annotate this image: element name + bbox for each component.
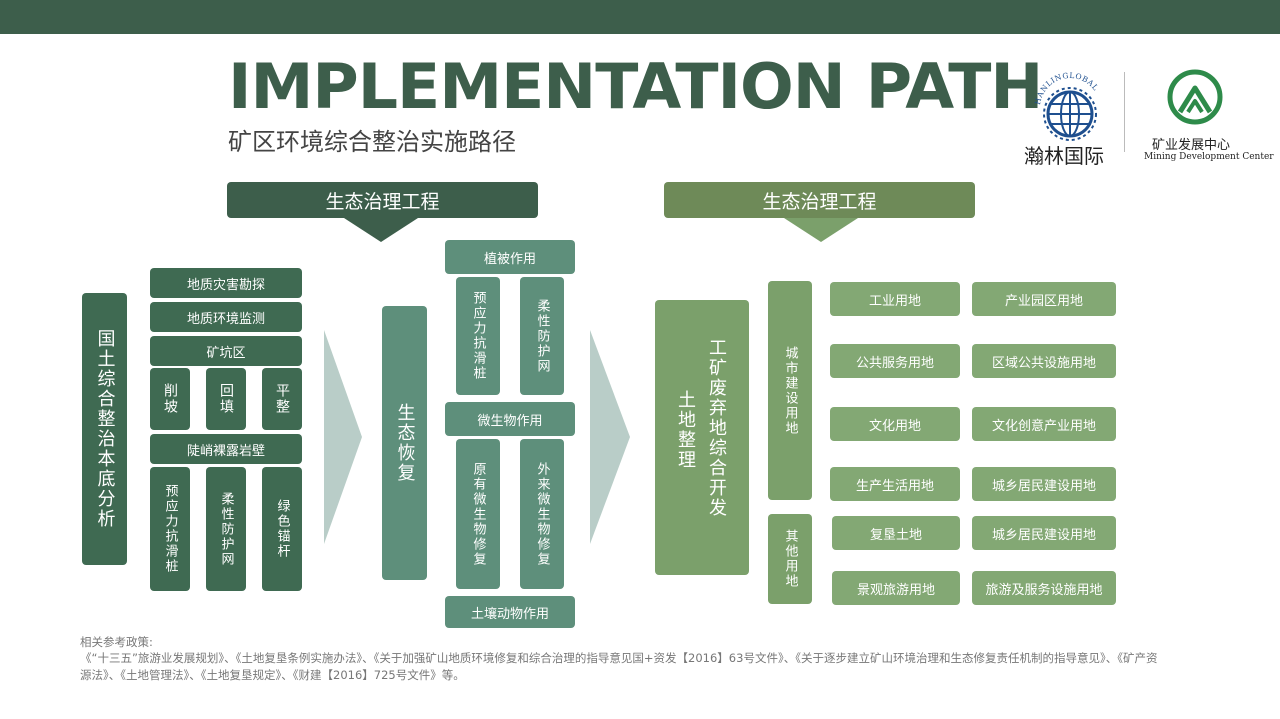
hanlin-logo-name: 瀚林国际 bbox=[1024, 144, 1104, 168]
use-cultural: 文化用地 bbox=[830, 407, 960, 441]
left-header-pointer-icon bbox=[344, 218, 418, 242]
top-bar bbox=[0, 0, 1280, 34]
land-development-panel bbox=[655, 300, 749, 575]
microbe-item-introduced: 外来微生物修复 bbox=[520, 439, 564, 589]
microbe-item-native: 原有微生物修复 bbox=[456, 439, 500, 589]
use-production-living: 生产生活用地 bbox=[830, 467, 960, 501]
hanlin-arc-text: HANLINGLOBAL bbox=[1033, 71, 1100, 106]
rock-item-flexible-net: 柔性防护网 bbox=[206, 467, 246, 591]
policy-reference-text: 《“十三五”旅游业发展规划》、《土地复垦条例实施办法》、《关于加强矿山地质环境修… bbox=[80, 651, 1158, 682]
use-public-service: 公共服务用地 bbox=[830, 344, 960, 378]
page-title: IMPLEMENTATION PATH bbox=[228, 50, 1043, 123]
ecological-restoration: 生态恢复 bbox=[382, 306, 427, 580]
right-section-header: 生态治理工程 bbox=[664, 182, 975, 218]
abandoned-mine-dev-label: 工矿废弃地综合开发 bbox=[706, 338, 727, 518]
other-land: 其他用地 bbox=[768, 514, 812, 604]
page-subtitle: 矿区环境综合整治实施路径 bbox=[228, 128, 516, 156]
mining-center-name: 矿业发展中心 bbox=[1152, 138, 1231, 153]
left-section-header: 生态治理工程 bbox=[227, 182, 538, 218]
use-industrial: 工业用地 bbox=[830, 282, 960, 316]
use-regional-facilities: 区域公共设施用地 bbox=[972, 344, 1116, 378]
use-creative-industry: 文化创意产业用地 bbox=[972, 407, 1116, 441]
geoenv-monitoring: 地质环境监测 bbox=[150, 302, 302, 332]
mine-pit-area: 矿坑区 bbox=[150, 336, 302, 366]
svg-text:HANLINGLOBAL: HANLINGLOBAL bbox=[1033, 71, 1100, 106]
pit-item-backfill: 回填 bbox=[206, 368, 246, 430]
use-rural-residential: 城乡居民建设用地 bbox=[972, 467, 1116, 501]
vegetation-effect: 植被作用 bbox=[445, 240, 575, 274]
use-reclaimed-land: 复垦土地 bbox=[832, 516, 960, 550]
land-consolidation-analysis: 国土综合整治本底分析 bbox=[82, 293, 127, 565]
veg-item-anti-slide-pile: 预应力抗滑桩 bbox=[456, 277, 500, 395]
flow-arrow-2-icon bbox=[590, 330, 630, 544]
mining-center-logo-icon bbox=[1167, 69, 1223, 125]
geohazard-survey: 地质灾害勘探 bbox=[150, 268, 302, 298]
mining-center-en-name: Mining Development Center bbox=[1144, 152, 1274, 162]
urban-construction-land: 城市建设用地 bbox=[768, 281, 812, 500]
pit-item-leveling: 平整 bbox=[262, 368, 302, 430]
steep-rock-wall: 陡峭裸露岩壁 bbox=[150, 434, 302, 464]
use-industrial-park: 产业园区用地 bbox=[972, 282, 1116, 316]
microbe-effect: 微生物作用 bbox=[445, 402, 575, 436]
land-consolidation-label: 土地整理 bbox=[675, 390, 696, 470]
use-tourism-facilities: 旅游及服务设施用地 bbox=[972, 571, 1116, 605]
use-landscape-tourism: 景观旅游用地 bbox=[832, 571, 960, 605]
use-rural-residential-2: 城乡居民建设用地 bbox=[972, 516, 1116, 550]
veg-item-flexible-net: 柔性防护网 bbox=[520, 277, 564, 395]
flow-arrow-1-icon bbox=[324, 330, 362, 544]
soil-animal-effect: 土壤动物作用 bbox=[445, 596, 575, 628]
logo-divider bbox=[1124, 72, 1125, 152]
right-header-pointer-icon bbox=[784, 218, 858, 242]
policy-reference-label: 相关参考政策: bbox=[80, 635, 153, 649]
rock-item-green-anchor: 绿色锚杆 bbox=[262, 467, 302, 591]
hanlin-globe-logo-icon: HANLINGLOBAL bbox=[1033, 71, 1100, 141]
pit-item-slope-cut: 削坡 bbox=[150, 368, 190, 430]
rock-item-anti-slide-pile: 预应力抗滑桩 bbox=[150, 467, 190, 591]
